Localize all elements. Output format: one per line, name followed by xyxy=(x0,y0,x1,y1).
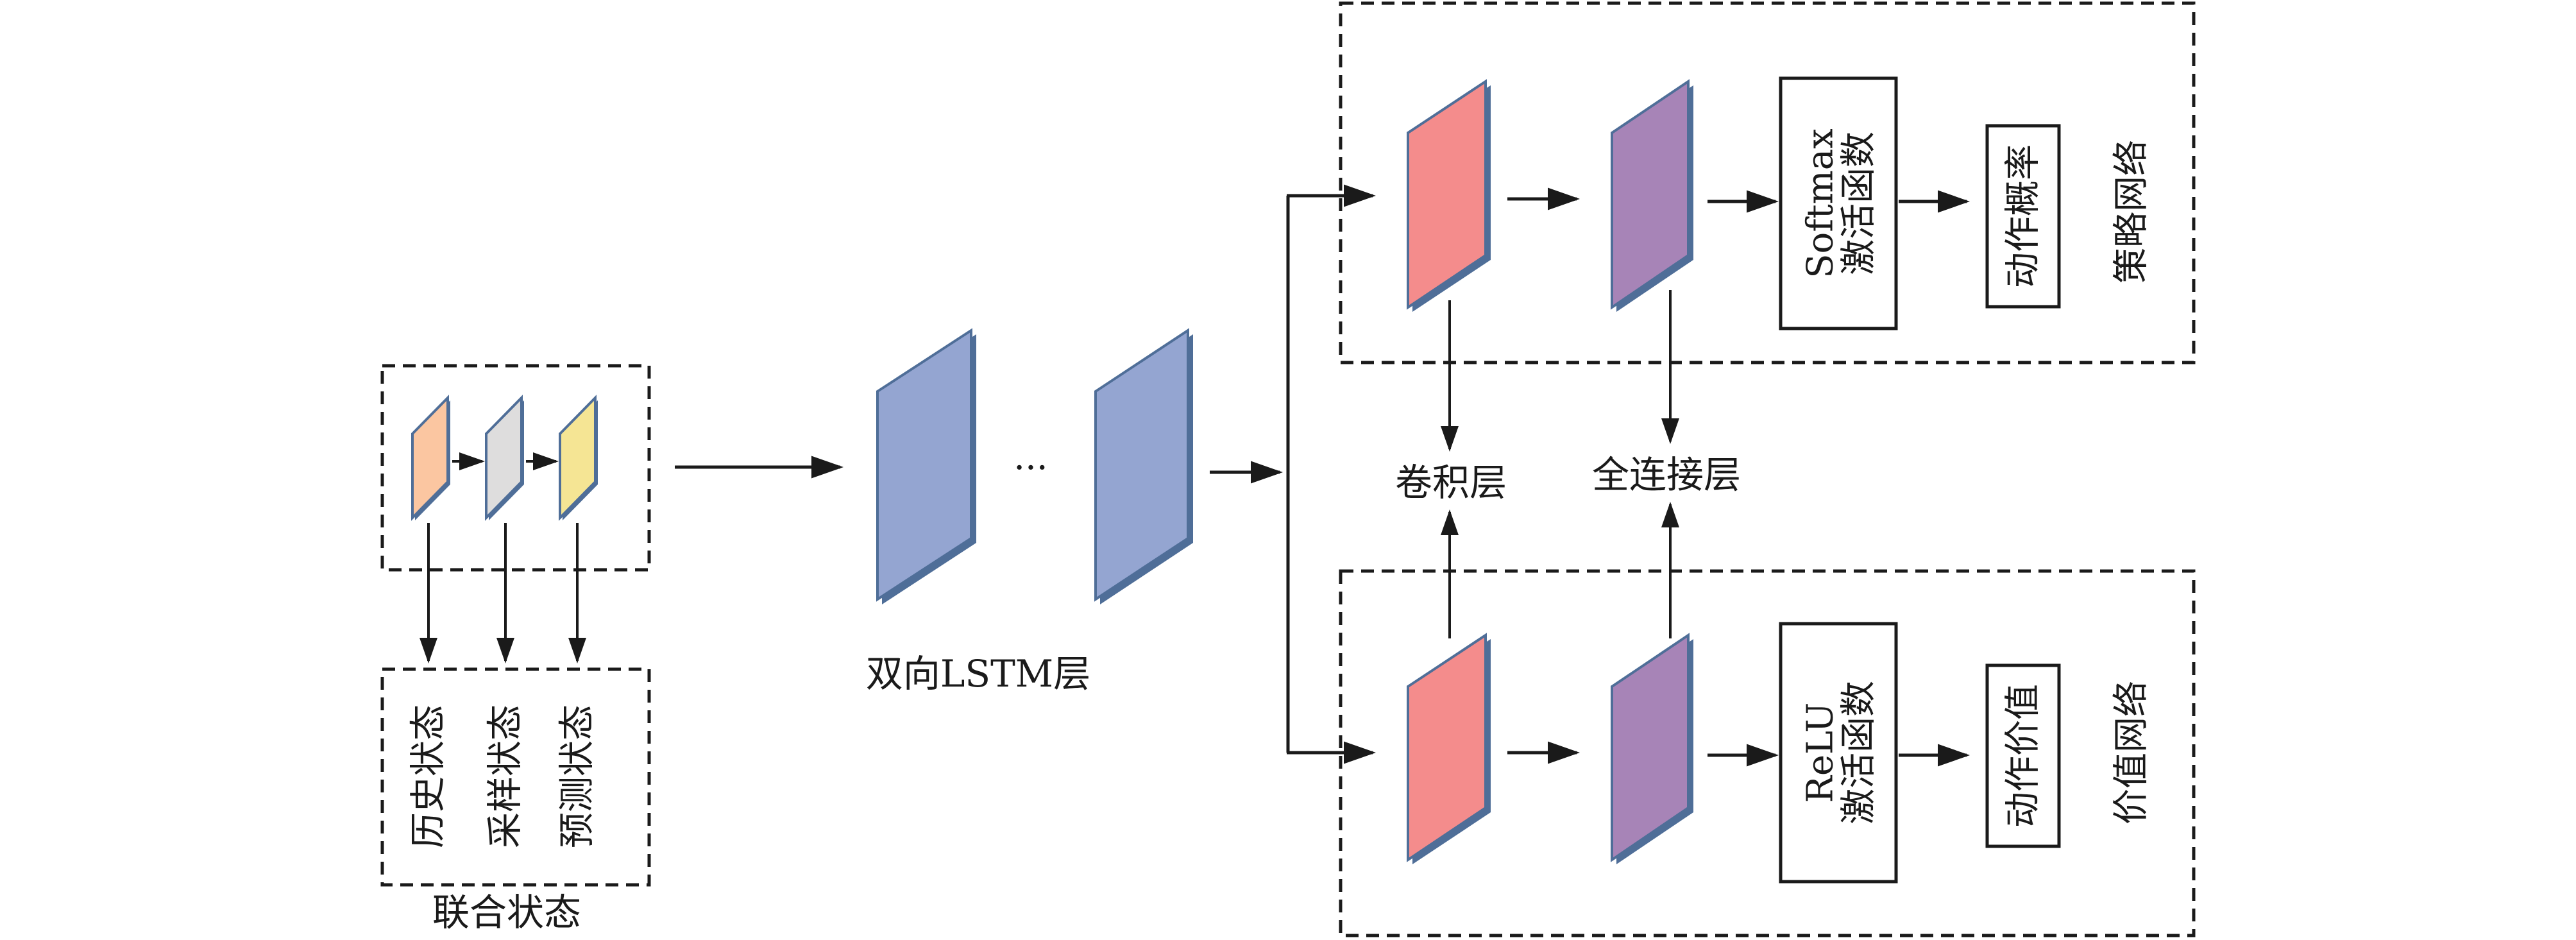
policy-network-box xyxy=(1339,1,2196,364)
lstm-label: 双向LSTM层 xyxy=(866,652,1090,696)
policy-network-title: 策略网络 xyxy=(2111,140,2153,284)
action-value-label: 动作价值 xyxy=(2003,684,2044,828)
value-network-box xyxy=(1339,569,2196,937)
policy-conv-layer xyxy=(1407,79,1491,312)
history-state-layer xyxy=(411,395,450,521)
softmax-name: Softmax xyxy=(1800,128,1842,278)
fc-layer-label: 全连接层 xyxy=(1592,453,1741,497)
value-conv-layer xyxy=(1407,633,1491,864)
history-state-label: 历史状态 xyxy=(408,705,450,848)
lstm-ellipsis: ··· xyxy=(1013,447,1047,489)
joint-state-top-box xyxy=(380,364,651,572)
relu-name: ReLU xyxy=(1800,703,1842,803)
value-fc-layer xyxy=(1611,633,1693,864)
value-network-title: 价值网络 xyxy=(2111,681,2153,825)
sample-state-layer xyxy=(485,395,524,521)
relu-activation-box xyxy=(1779,622,1898,884)
joint-state-bottom-box xyxy=(380,667,651,887)
softmax-activation-label: 激活函数 xyxy=(1838,132,1880,275)
joint-state-title: 联合状态 xyxy=(432,891,581,934)
softmax-activation-box xyxy=(1779,76,1898,330)
lstm-layer-1 xyxy=(876,328,976,604)
relu-activation-label: 激活函数 xyxy=(1838,681,1880,825)
action-prob-label: 动作概率 xyxy=(2003,144,2044,288)
sample-state-label: 采样状态 xyxy=(485,705,527,848)
predict-state-layer xyxy=(559,395,598,521)
predict-state-label: 预测状态 xyxy=(557,705,598,848)
conv-layer-label: 卷积层 xyxy=(1395,461,1507,504)
lstm-layer-2 xyxy=(1094,328,1193,604)
action-value-box xyxy=(1985,663,2061,848)
action-prob-box xyxy=(1985,124,2061,309)
policy-fc-layer xyxy=(1611,79,1693,312)
